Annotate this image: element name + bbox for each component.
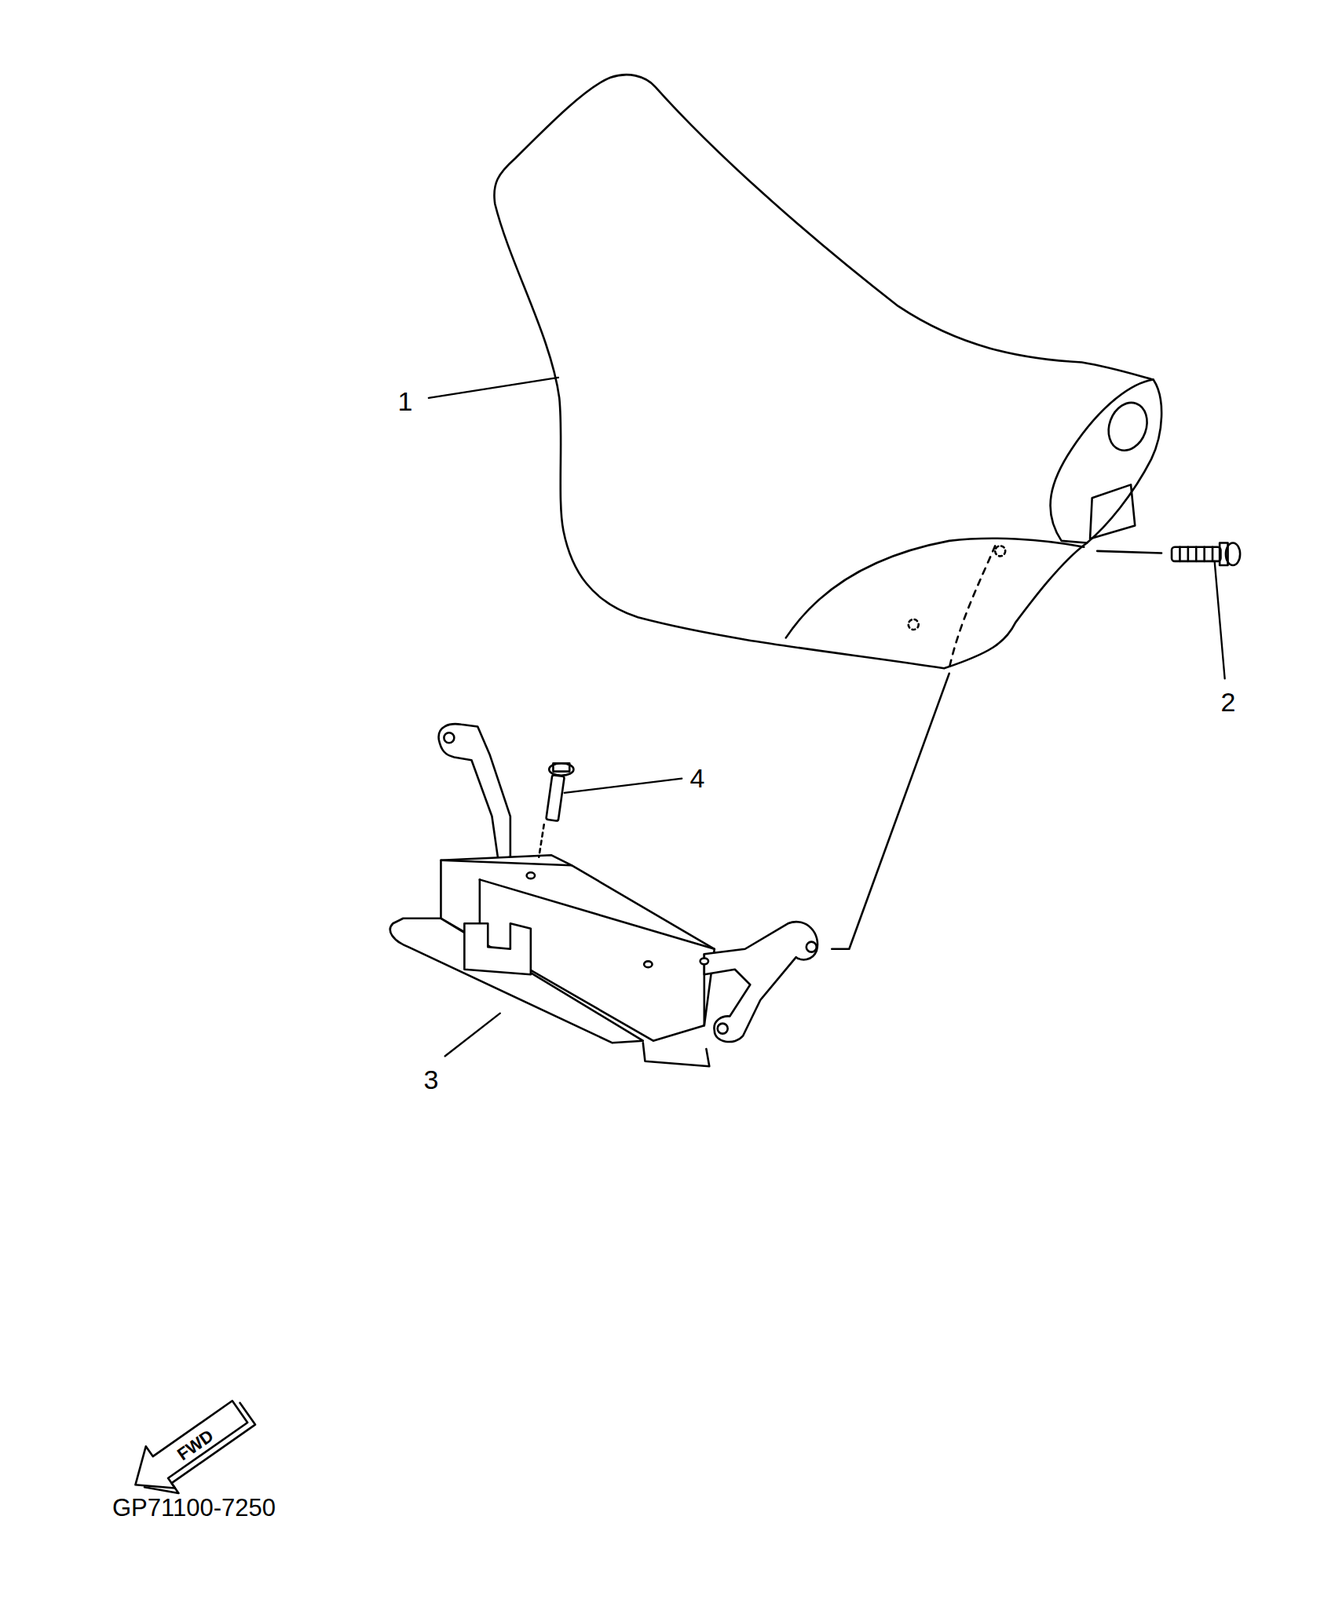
callout-number: 1 <box>398 387 414 415</box>
assembly-line <box>831 673 949 950</box>
leader-line <box>428 377 1226 1057</box>
bracket-drawing <box>390 724 818 1067</box>
callout-number: 4 <box>690 764 706 792</box>
bolt-drawing <box>538 763 574 858</box>
seat-drawing <box>493 74 1162 669</box>
forward-arrow <box>120 1388 263 1512</box>
diagram-code: GP71100-7250 <box>112 1495 276 1521</box>
callout-number: 2 <box>1221 688 1237 716</box>
bolt-drawing <box>1097 542 1240 566</box>
callout-number: 3 <box>424 1066 439 1094</box>
